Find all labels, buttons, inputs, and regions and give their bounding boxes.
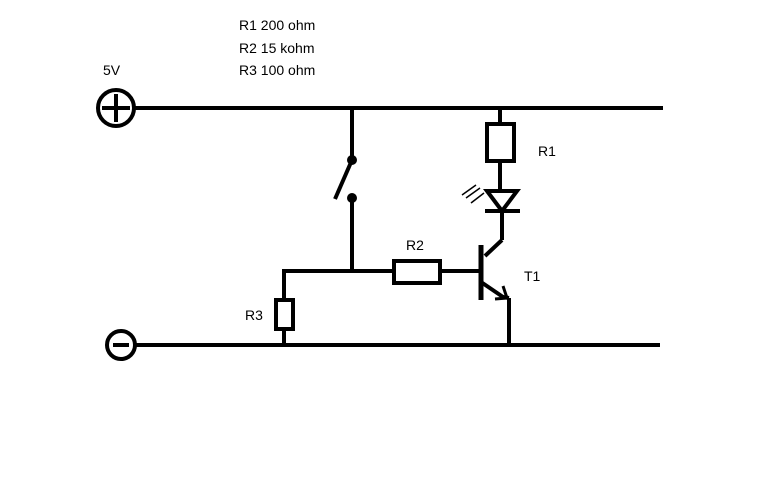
r3-resistor — [274, 298, 295, 331]
t1-transistor — [478, 245, 511, 345]
r3-value-text: R3 100 ohm — [239, 62, 316, 78]
r1-value-text: R1 200 ohm — [239, 17, 316, 33]
light-rays-icon — [461, 184, 485, 204]
t1-label: T1 — [524, 268, 541, 284]
supply-voltage-label: 5V — [103, 62, 121, 78]
r2-value-text: R2 15 kohm — [239, 39, 315, 56]
positive-terminal-symbol — [96, 88, 136, 128]
switch — [333, 108, 357, 271]
led-diode — [483, 189, 521, 258]
r1-label: R1 — [538, 143, 556, 159]
r2-label: R2 — [406, 237, 424, 253]
r1-resistor — [485, 122, 516, 163]
component-values-list: R1 200 ohm R2 15 kohm R3 100 ohm — [239, 14, 315, 82]
negative-terminal-symbol — [105, 329, 137, 361]
r2-resistor — [392, 259, 442, 285]
r3-label: R3 — [245, 307, 263, 323]
